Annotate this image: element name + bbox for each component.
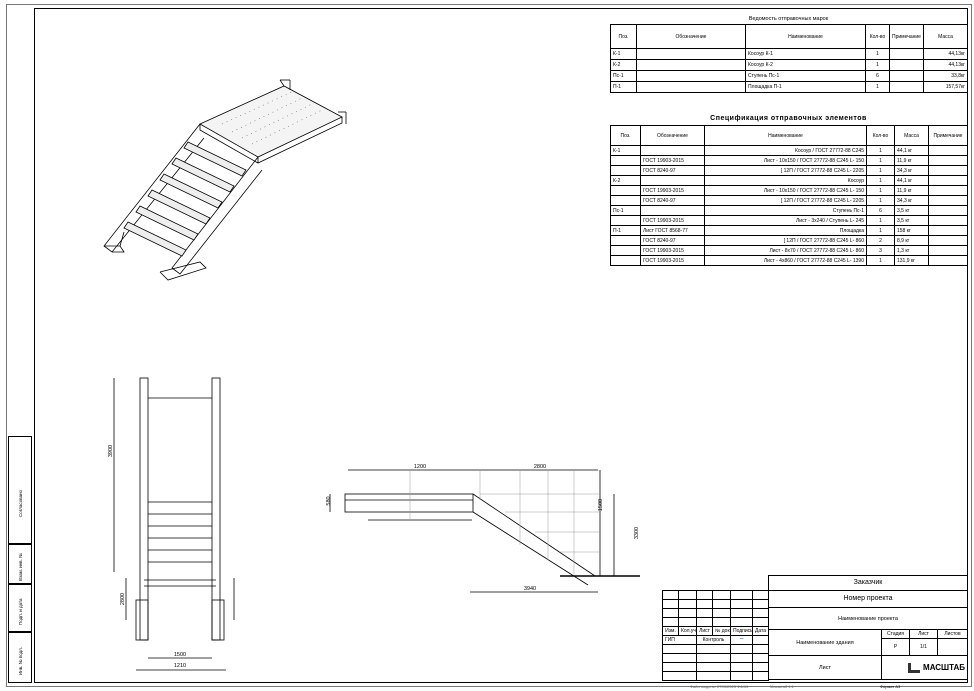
sheets-label: Листов bbox=[937, 629, 968, 639]
footer-format: Формат А3 bbox=[880, 684, 901, 689]
schedule-table: Поз. Обозначение Наименование Кол-во При… bbox=[610, 24, 968, 93]
schedule-header: Масса bbox=[923, 24, 968, 49]
sheet-label: Лист bbox=[909, 629, 938, 639]
project-number: Номер проекта bbox=[768, 590, 968, 608]
stamp-row-label: Контроль bbox=[696, 635, 731, 645]
side-stamp-replace: Взам. инв. № bbox=[8, 544, 32, 584]
dim-elev-right-b: 3300 bbox=[634, 526, 640, 540]
stamp-row-label: ГИП bbox=[662, 635, 697, 645]
dim-plan-width: 1500 bbox=[173, 652, 187, 658]
logo-text: МАСШТАБ bbox=[923, 662, 965, 672]
side-stamp-sign: Подп. и дата bbox=[8, 584, 32, 632]
sheet-name: Лист bbox=[768, 655, 882, 680]
spec-title: Спецификация отправочных элементов bbox=[710, 115, 867, 122]
stamp-col-label: Дата bbox=[752, 626, 769, 636]
footer-scale: Масштаб 1:1 bbox=[770, 684, 794, 689]
table-cell bbox=[928, 255, 968, 266]
spec-header: Примечание bbox=[928, 125, 968, 146]
dim-elev-left: 580 bbox=[326, 496, 332, 506]
stage-value: Р bbox=[881, 638, 910, 656]
side-stamp-agreed: Согласовано bbox=[8, 436, 32, 544]
side-stamp-inventory: Инв. № подл. bbox=[8, 632, 32, 683]
schedule-header: Поз. bbox=[610, 24, 637, 49]
schedule-title: Ведомость отправочных марок bbox=[748, 16, 829, 22]
dim-plan-overall: 1210 bbox=[173, 663, 187, 669]
building-name: Наименование здания bbox=[768, 629, 882, 656]
table-cell: П-1 bbox=[610, 81, 637, 93]
elevation-grid bbox=[409, 470, 600, 575]
dim-elev-right-a: 1500 bbox=[598, 498, 604, 512]
project-name: Наименование проекта bbox=[768, 607, 968, 630]
dim-plan-left: 2800 bbox=[120, 592, 126, 606]
plan-view bbox=[113, 377, 235, 671]
table-cell: 157,57кг bbox=[923, 81, 968, 93]
title-block-grid: Изм. Кол.уч. Лист № док. Подпись Дата ГИ… bbox=[662, 590, 769, 681]
stamp-col-label: Кол.уч. bbox=[678, 626, 697, 636]
stage-label: Стадия bbox=[881, 629, 910, 639]
elevation-view bbox=[329, 469, 640, 593]
schedule-header: Примечание bbox=[889, 24, 924, 49]
stamp-col-label: Подпись bbox=[730, 626, 753, 636]
dim-elev-top-a: 1200 bbox=[413, 464, 427, 470]
footer-file: Файл модели: 2703/2023 Ф4/А3 bbox=[690, 684, 749, 689]
dim-elev-bottom: 3940 bbox=[523, 586, 537, 592]
stamp-col-label: Лист bbox=[696, 626, 713, 636]
dim-elev-top-b: 2800 bbox=[533, 464, 547, 470]
table-row: ГОСТ 8240-97[ 12П / ГОСТ 27772-88 С245 L… bbox=[610, 165, 968, 176]
isometric-stair bbox=[103, 79, 347, 281]
side-stamp-label: Инв. № подл. bbox=[18, 646, 23, 675]
sheet-outer-border bbox=[6, 4, 972, 687]
customer-name: Заказчик bbox=[768, 575, 968, 591]
stamp-col-label: Изм. bbox=[662, 626, 679, 636]
side-stamp-label: Взам. инв. № bbox=[18, 553, 23, 581]
drawing-frame bbox=[34, 8, 968, 683]
spec-table: Поз. Обозначение Наименование Кол-во Мас… bbox=[610, 125, 968, 266]
dim-plan-height: 3900 bbox=[108, 444, 114, 458]
stamp-col-label: № док. bbox=[712, 626, 731, 636]
side-stamp-label: Согласовано bbox=[18, 489, 23, 517]
company-logo: МАСШТАБ bbox=[881, 655, 968, 680]
logo-mark-icon bbox=[908, 662, 921, 673]
title-block-main: Заказчик Номер проекта Наименование прое… bbox=[768, 575, 968, 680]
sheet-value: 1/1 bbox=[909, 638, 938, 656]
side-stamp-label: Подп. и дата bbox=[18, 598, 23, 625]
signature-mark: ~ bbox=[730, 635, 753, 645]
